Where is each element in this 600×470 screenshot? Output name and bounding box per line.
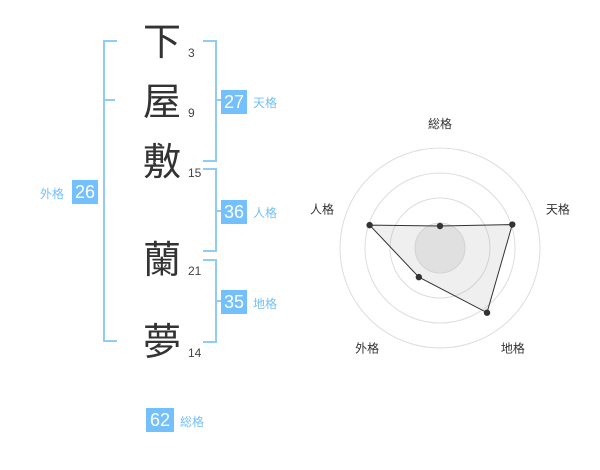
stroke-count-1: 3 xyxy=(188,46,195,60)
radar-ring-3 xyxy=(364,172,516,324)
tenkaku-bracket-tick xyxy=(215,99,223,101)
radar-point-4 xyxy=(415,273,423,281)
soukaku-label: 総格 xyxy=(180,415,205,429)
radar-ring-2 xyxy=(389,197,491,299)
gaikaku-label: 外格 xyxy=(40,187,65,201)
radar-ring-4 xyxy=(339,147,541,349)
tenkaku-bracket xyxy=(203,40,217,162)
radar-point-3 xyxy=(483,309,491,316)
jinkaku-label: 人格 xyxy=(253,206,278,220)
radar-point-5 xyxy=(366,221,373,229)
name-char-3: 敷 xyxy=(142,140,181,184)
jinkaku-badge: 36 xyxy=(221,200,247,224)
name-char-4: 蘭 xyxy=(142,238,181,282)
chikaku-bracket-tick xyxy=(215,300,223,302)
radar-points xyxy=(366,221,516,316)
gaikaku-bracket xyxy=(103,40,117,342)
radar-point-1 xyxy=(436,222,444,230)
tenkaku-label: 天格 xyxy=(253,96,278,110)
name-char-1: 下 xyxy=(142,20,181,64)
radar-axis-label-3: 地格 xyxy=(501,340,525,355)
stroke-count-4: 21 xyxy=(188,264,202,278)
chikaku-badge: 35 xyxy=(221,290,247,314)
radar-axis-label-4: 外格 xyxy=(355,340,379,355)
gaikaku-badge: 26 xyxy=(72,180,98,204)
gaikaku-bracket-tick xyxy=(103,99,115,101)
jinkaku-bracket-tick xyxy=(215,210,223,212)
chikaku-label: 地格 xyxy=(253,297,278,311)
radar-axis-label-5: 人格 xyxy=(310,202,334,217)
radar-axis-label-1: 総格 xyxy=(428,116,452,131)
stroke-count-3: 15 xyxy=(188,166,202,180)
radar-axis-label-2: 天格 xyxy=(546,202,570,217)
name-char-2: 屋 xyxy=(142,80,181,124)
soukaku-badge: 62 xyxy=(146,408,174,432)
radar-area xyxy=(368,223,513,314)
name-char-5: 夢 xyxy=(142,320,181,364)
tenkaku-badge: 27 xyxy=(221,90,247,114)
radar-point-2 xyxy=(509,221,516,228)
stroke-count-2: 9 xyxy=(188,106,195,120)
stroke-count-5: 14 xyxy=(188,346,202,360)
